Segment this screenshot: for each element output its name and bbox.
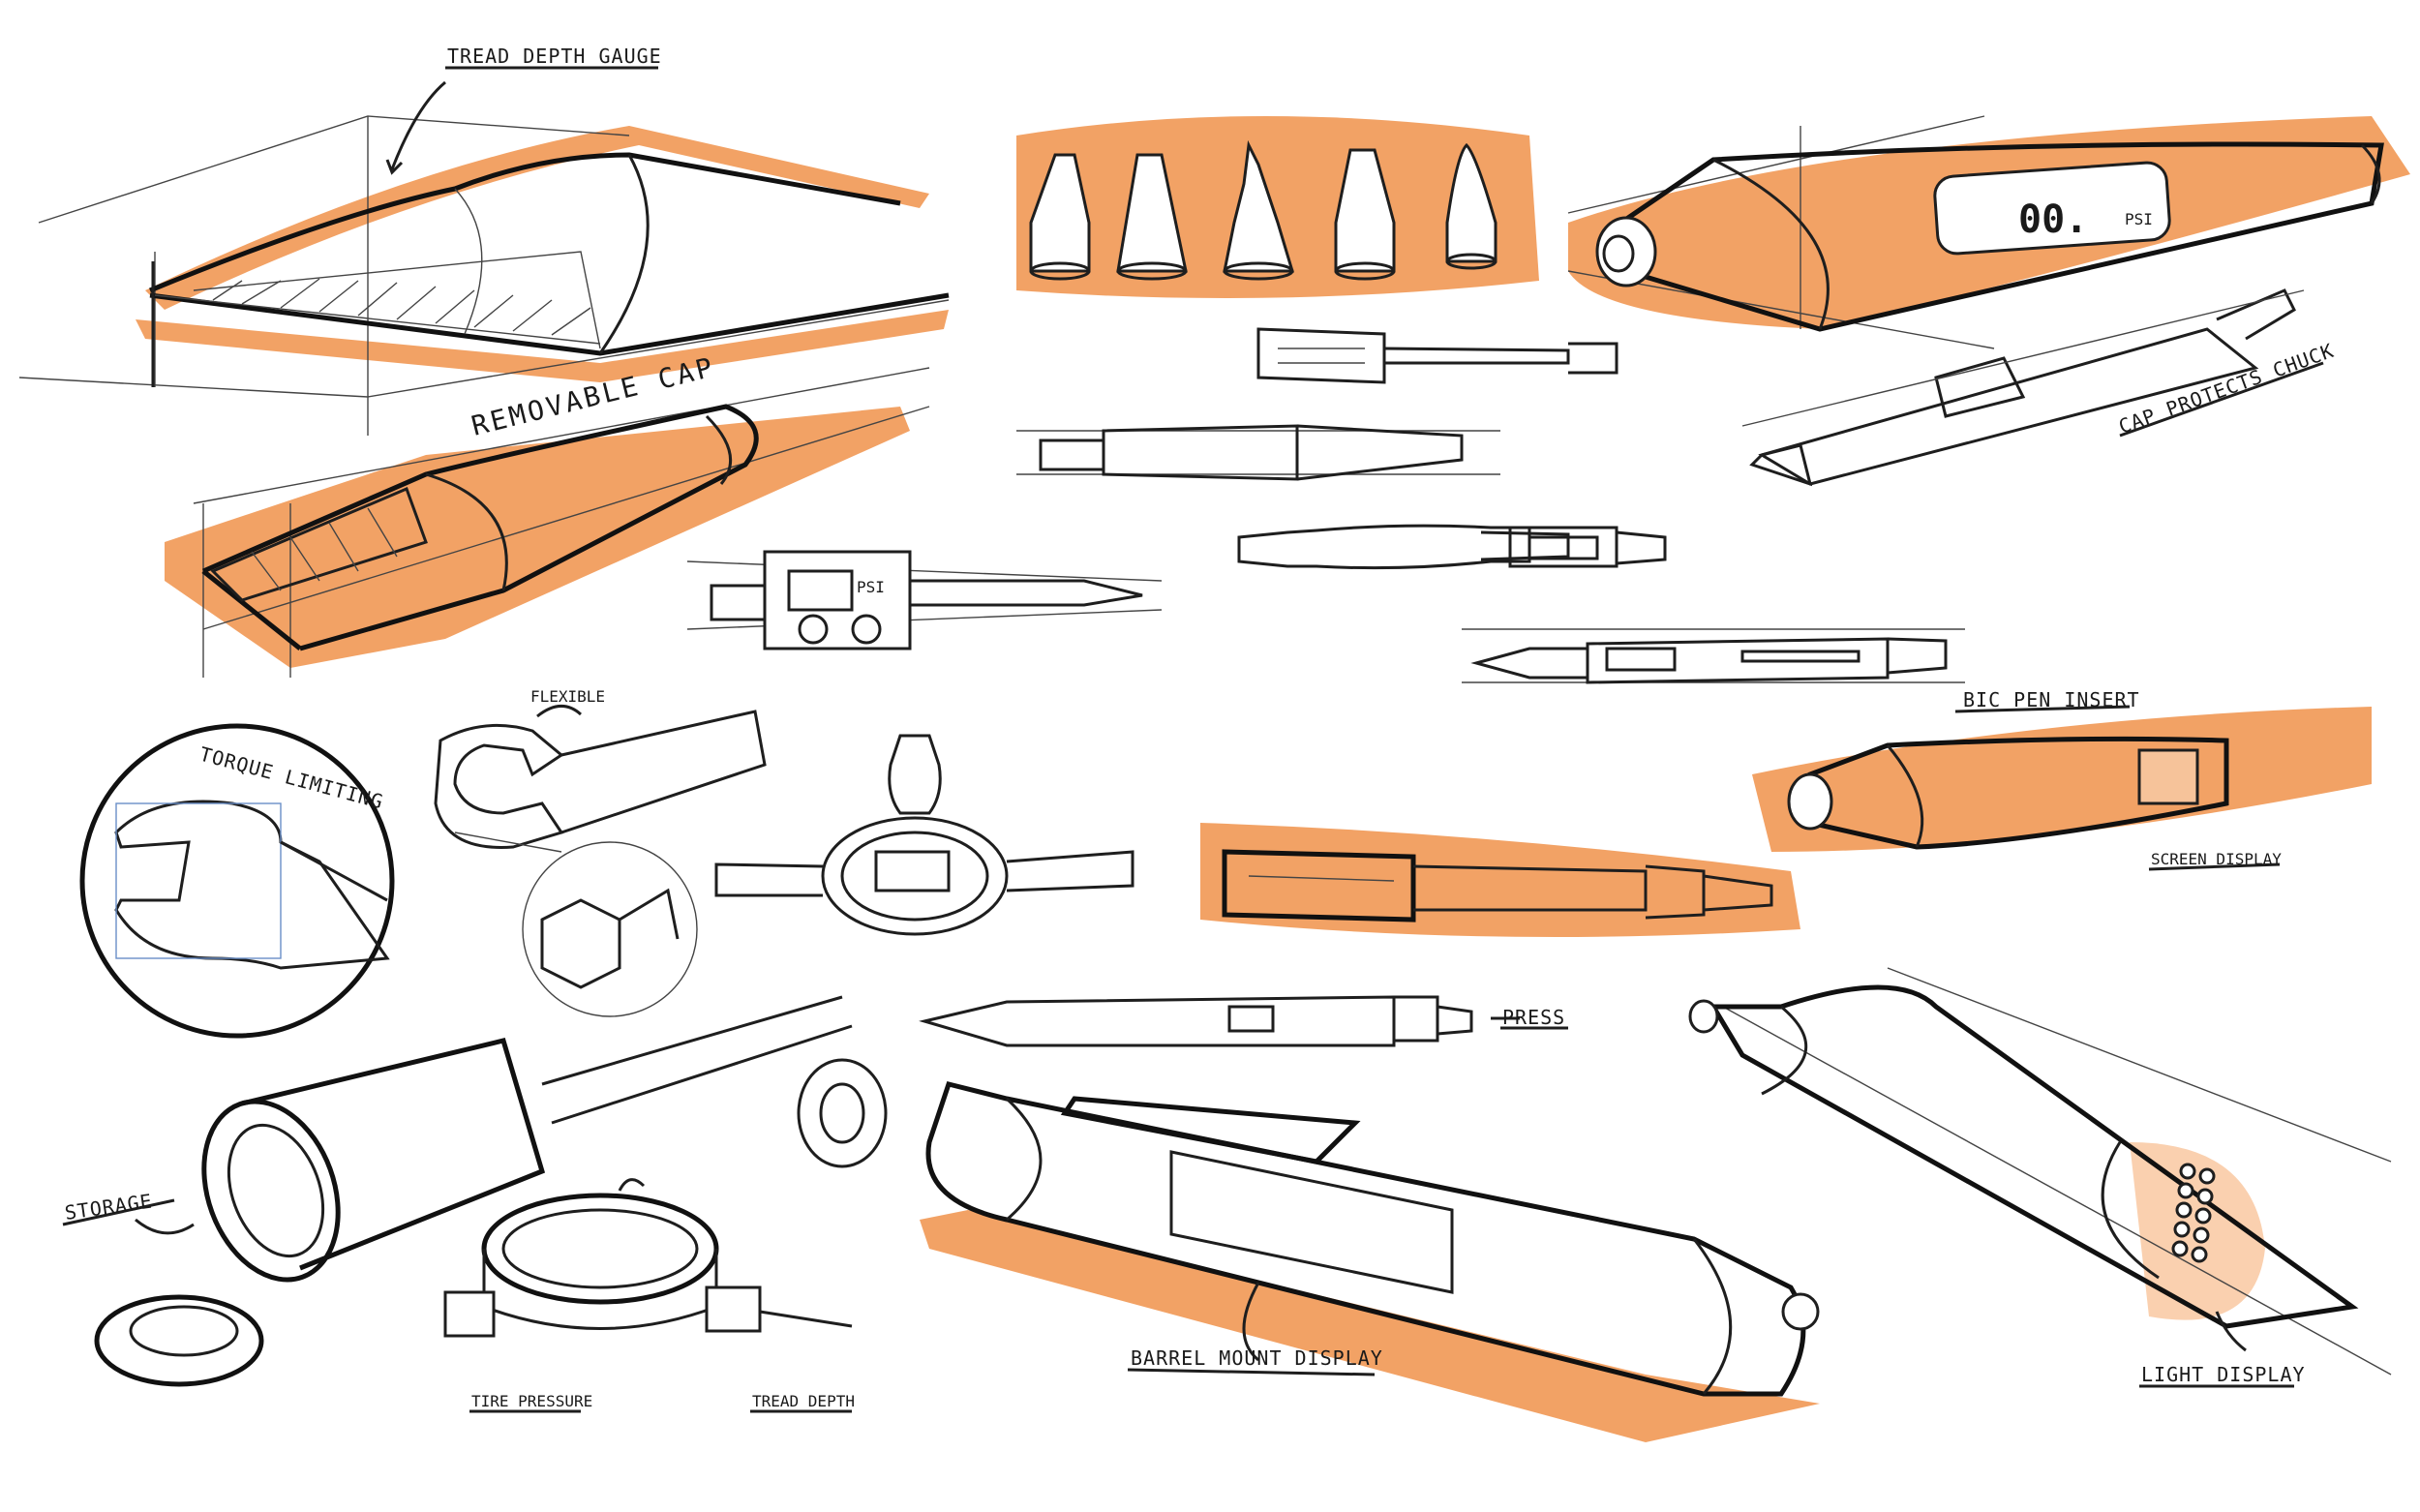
label-cap-protects-chuck: CAP PROTECTS CHUCK bbox=[2116, 339, 2338, 438]
light-display-sketch: LIGHT DISPLAY bbox=[1688, 967, 2392, 1388]
top-right-pen-unit: PSI bbox=[2125, 210, 2153, 228]
screwdriver-sketch bbox=[1256, 327, 1618, 384]
window-pen-sketch bbox=[1237, 524, 1667, 570]
label-tread-depth-gauge: TREAD DEPTH GAUGE bbox=[447, 45, 662, 68]
gauge-tool-sketch: PSI bbox=[686, 550, 1163, 650]
label-flexible: FLEXIBLE bbox=[530, 687, 605, 706]
barrel-mount-display-sketch: BARREL MOUNT DISPLAY bbox=[797, 1058, 1820, 1442]
tapered-tool-sketch bbox=[1016, 424, 1500, 481]
center-gauge-sketch bbox=[714, 734, 1134, 936]
label-screen-display: SCREEN DISPLAY bbox=[2151, 850, 2282, 868]
tire-tread-gauge-sketch: TIRE PRESSURE TREAD DEPTH bbox=[443, 1178, 855, 1413]
gauge-tool-unit: PSI bbox=[857, 578, 885, 596]
storage-sketch: STORAGE bbox=[62, 995, 853, 1387]
orange-pen-sketch bbox=[1200, 823, 1800, 937]
top-right-pen-digits: 00. bbox=[2018, 197, 2088, 242]
label-storage: STORAGE bbox=[63, 1189, 154, 1224]
bic-pen-insert-sketch: BIC PEN INSERT SCREEN DISPLAY bbox=[1752, 688, 2372, 871]
socket-sketch bbox=[522, 841, 698, 1017]
label-bic-pen-insert: BIC PEN INSERT bbox=[1963, 688, 2140, 711]
label-barrel-mount-display: BARREL MOUNT DISPLAY bbox=[1131, 1346, 1383, 1370]
press-pen-sketch: PRESS bbox=[919, 995, 1568, 1047]
flexible-wrench-sketch: FLEXIBLE bbox=[434, 687, 767, 853]
torque-limiting-detail: TORQUE LIMITING bbox=[79, 723, 395, 1039]
label-press: PRESS bbox=[1502, 1006, 1565, 1029]
label-tire-pressure: TIRE PRESSURE bbox=[471, 1392, 592, 1410]
nib-tips-sketch bbox=[1016, 116, 1539, 298]
display-pen-top-right-sketch: 00. PSI bbox=[1567, 115, 2410, 349]
label-light-display: LIGHT DISPLAY bbox=[2141, 1363, 2306, 1386]
label-tread-depth: TREAD DEPTH bbox=[752, 1392, 855, 1410]
tread-depth-gauge-sketch: TREAD DEPTH GAUGE bbox=[18, 45, 950, 436]
slim-pen-sketch bbox=[1462, 628, 1965, 684]
